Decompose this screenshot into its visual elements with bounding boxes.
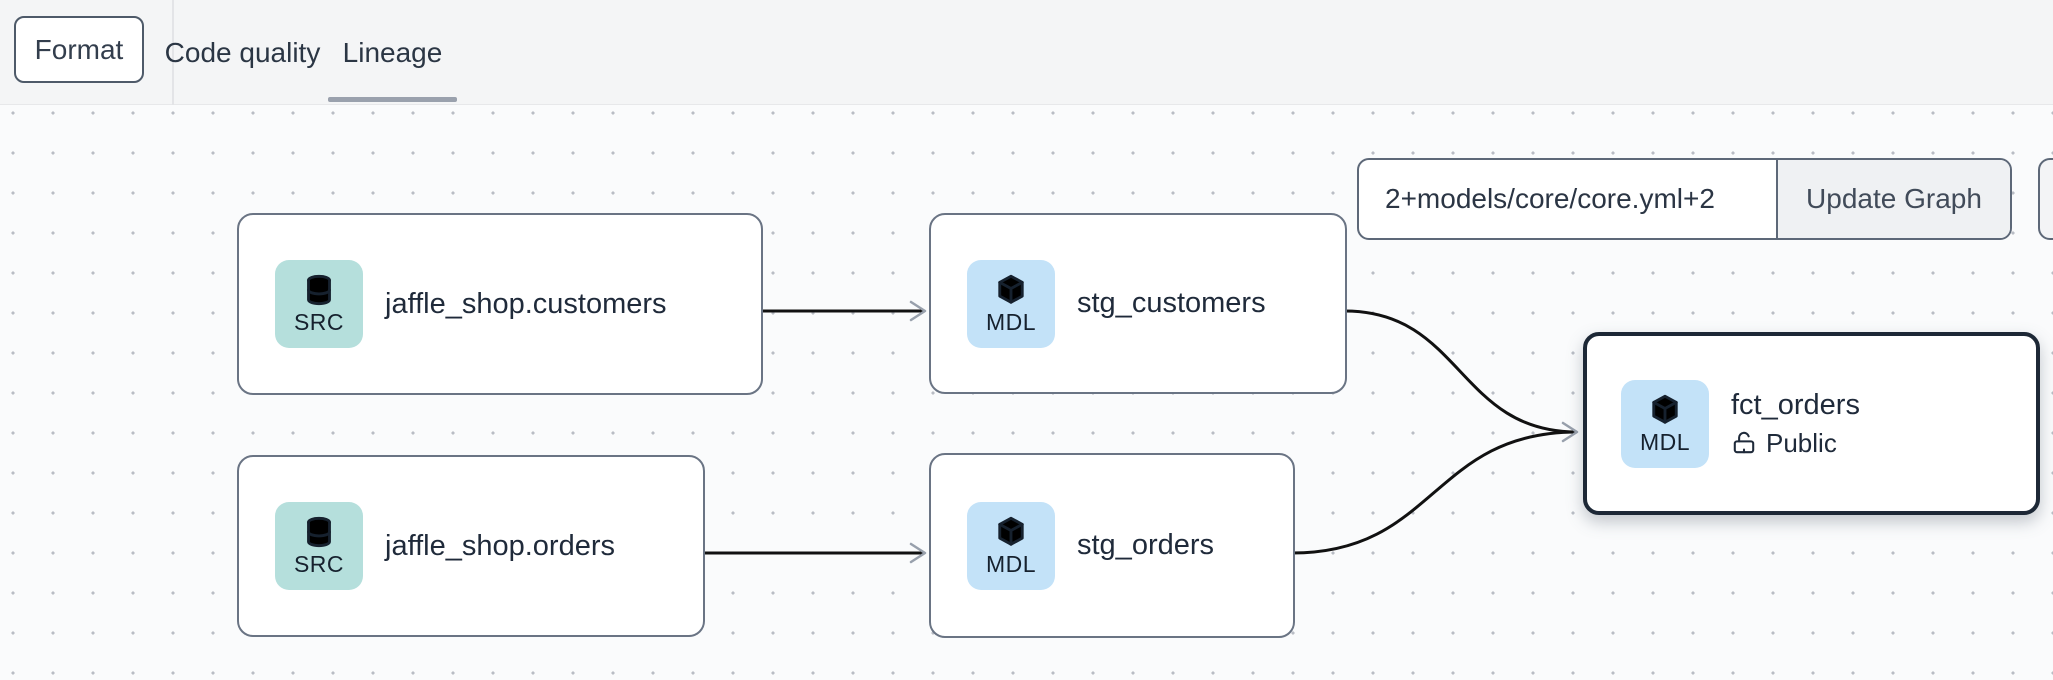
node-stg-customers[interactable]: MDL stg_customers bbox=[929, 213, 1347, 394]
active-tab-underline bbox=[328, 97, 457, 102]
badge-label: MDL bbox=[985, 550, 1037, 577]
node-stg-orders[interactable]: MDL stg_orders bbox=[929, 453, 1295, 638]
model-type-badge: MDL bbox=[967, 501, 1055, 590]
edge-arrowhead bbox=[909, 300, 927, 322]
truncated-control[interactable] bbox=[2038, 158, 2053, 240]
unlock-icon bbox=[1733, 431, 1755, 454]
node-jaffle-shop-orders[interactable]: SRC jaffle_shop.orders bbox=[237, 455, 705, 637]
source-type-badge: SRC bbox=[275, 260, 363, 348]
node-selector-input[interactable] bbox=[1359, 160, 1776, 238]
access-row: Public bbox=[1731, 428, 1860, 459]
update-graph-button[interactable]: Update Graph bbox=[1776, 160, 2010, 238]
database-icon bbox=[307, 274, 331, 306]
node-selector-group: Update Graph bbox=[1357, 158, 2012, 240]
database-icon bbox=[307, 516, 331, 548]
edge-arrowhead bbox=[909, 542, 927, 564]
source-type-badge: SRC bbox=[275, 502, 363, 590]
badge-label: SRC bbox=[293, 551, 345, 577]
cube-icon bbox=[998, 274, 1024, 304]
node-label: jaffle_shop.customers bbox=[385, 287, 667, 320]
edge-arrowhead bbox=[1561, 421, 1579, 443]
cube-icon bbox=[1652, 394, 1678, 424]
node-label: jaffle_shop.orders bbox=[385, 529, 616, 562]
lineage-edges bbox=[705, 300, 1579, 564]
tab-code-quality[interactable]: Code quality bbox=[164, 36, 321, 68]
badge-label: MDL bbox=[985, 308, 1037, 335]
model-type-badge: MDL bbox=[1621, 379, 1709, 468]
edge-stg-orders-to-fct-orders bbox=[1291, 430, 1578, 555]
topbar-divider bbox=[172, 0, 174, 105]
node-label: stg_orders bbox=[1077, 529, 1215, 561]
access-label: Public bbox=[1766, 427, 1837, 458]
node-jaffle-shop-customers[interactable]: SRC jaffle_shop.customers bbox=[237, 213, 763, 395]
cube-icon bbox=[998, 516, 1024, 546]
node-label: fct_orders bbox=[1731, 388, 1860, 421]
badge-label: MDL bbox=[1639, 428, 1691, 455]
badge-label: SRC bbox=[293, 309, 345, 335]
top-bar: Format Code quality Lineage bbox=[0, 0, 2053, 105]
format-button[interactable]: Format bbox=[14, 16, 144, 83]
model-type-badge: MDL bbox=[967, 259, 1055, 348]
node-label: stg_customers bbox=[1077, 287, 1266, 319]
edge-stg-customers-to-fct-orders bbox=[1344, 309, 1578, 434]
tab-lineage[interactable]: Lineage bbox=[342, 36, 443, 68]
node-fct-orders[interactable]: MDL fct_orders Public bbox=[1583, 332, 2040, 515]
